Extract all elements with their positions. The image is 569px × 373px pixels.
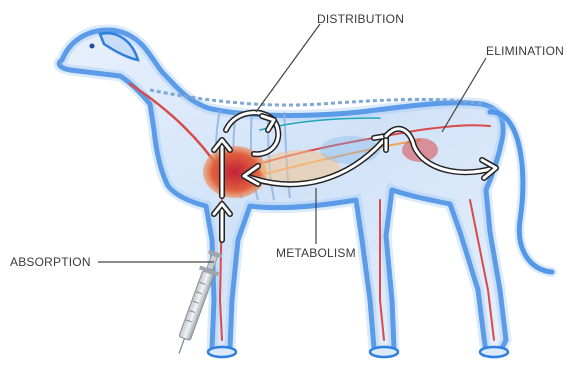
absorption-label: ABSORPTION	[10, 255, 91, 269]
distribution-label: DISTRIBUTION	[317, 12, 404, 26]
dog-body	[59, 30, 506, 352]
eye-icon	[90, 44, 95, 49]
distribution-leader-line	[256, 24, 320, 112]
elimination-label: ELIMINATION	[486, 44, 564, 58]
metabolism-label: METABOLISM	[276, 246, 356, 260]
paws	[208, 347, 508, 357]
